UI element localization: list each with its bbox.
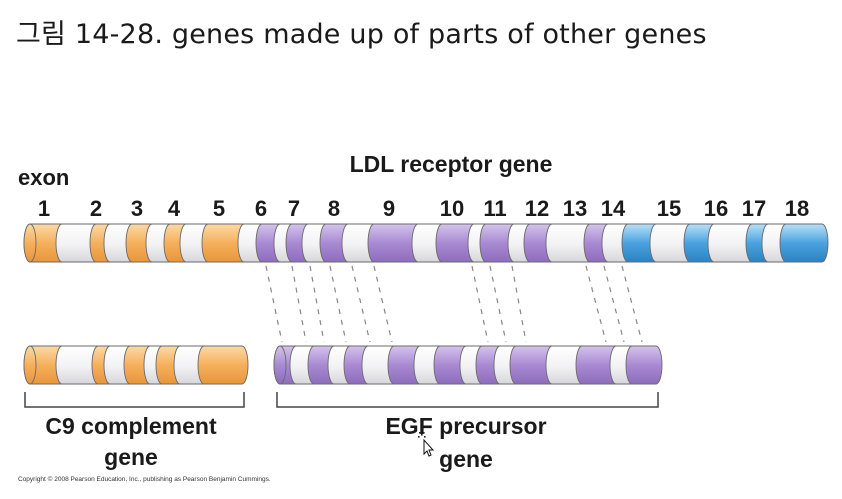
exon-number: 12 <box>525 196 549 221</box>
exon-number: 18 <box>785 196 809 221</box>
exon-number: 11 <box>483 196 506 221</box>
c9-gene-label-line1: C9 complement <box>45 413 217 439</box>
exon-number: 1 <box>38 196 50 221</box>
correspondence-line <box>585 265 607 343</box>
exon-number: 8 <box>328 196 340 221</box>
exon-number: 9 <box>383 196 395 221</box>
mouse-cursor-icon <box>418 432 434 457</box>
exon-number: 3 <box>131 196 143 221</box>
ldl-gene-label: LDL receptor gene <box>350 151 553 177</box>
exon-number: 5 <box>213 196 225 221</box>
exon-number: 7 <box>288 196 300 221</box>
egf-exon <box>625 345 663 385</box>
egf-end-cap <box>273 345 287 385</box>
egf-gene-label-line2: gene <box>439 446 493 472</box>
egf-bracket <box>276 392 659 408</box>
correspondence-line <box>373 265 393 343</box>
correspondence-line <box>291 265 307 343</box>
exon-number: 17 <box>742 196 766 221</box>
egf-gene-label-line1: EGF precursor <box>385 413 546 439</box>
ldl-receptor-gene <box>23 223 829 263</box>
exon-number: 4 <box>168 196 181 221</box>
ldl-end-cap <box>23 223 37 263</box>
copyright-notice: Copyright © 2008 Pearson Education, Inc.… <box>18 476 271 483</box>
c9-end-cap <box>23 345 37 385</box>
c9-exon <box>197 345 249 385</box>
exon-number: 13 <box>563 196 587 221</box>
correspondence-lines <box>265 265 643 343</box>
exon-label: exon <box>18 165 69 190</box>
c9-bracket <box>24 392 245 408</box>
exon-number: 10 <box>440 196 464 221</box>
exon-number: 6 <box>255 196 267 221</box>
correspondence-line <box>511 265 527 343</box>
exon-number: 2 <box>90 196 102 221</box>
ldl-exon <box>779 223 829 263</box>
exon-number: 14 <box>601 196 626 221</box>
c9-gene-label-line2: gene <box>104 444 158 470</box>
exon-number: 16 <box>704 196 728 221</box>
correspondence-line <box>621 265 643 343</box>
correspondence-line <box>329 265 347 343</box>
slide-title: 그림 14-28. genes made up of parts of othe… <box>16 19 707 50</box>
correspondence-line <box>351 265 371 343</box>
correspondence-line <box>489 265 507 343</box>
correspondence-line <box>265 265 283 343</box>
correspondence-line <box>603 265 625 343</box>
correspondence-line <box>309 265 325 343</box>
exon-number: 15 <box>657 196 681 221</box>
egf-precursor-gene <box>273 345 663 385</box>
c9-complement-gene <box>23 345 249 385</box>
correspondence-line <box>471 265 489 343</box>
